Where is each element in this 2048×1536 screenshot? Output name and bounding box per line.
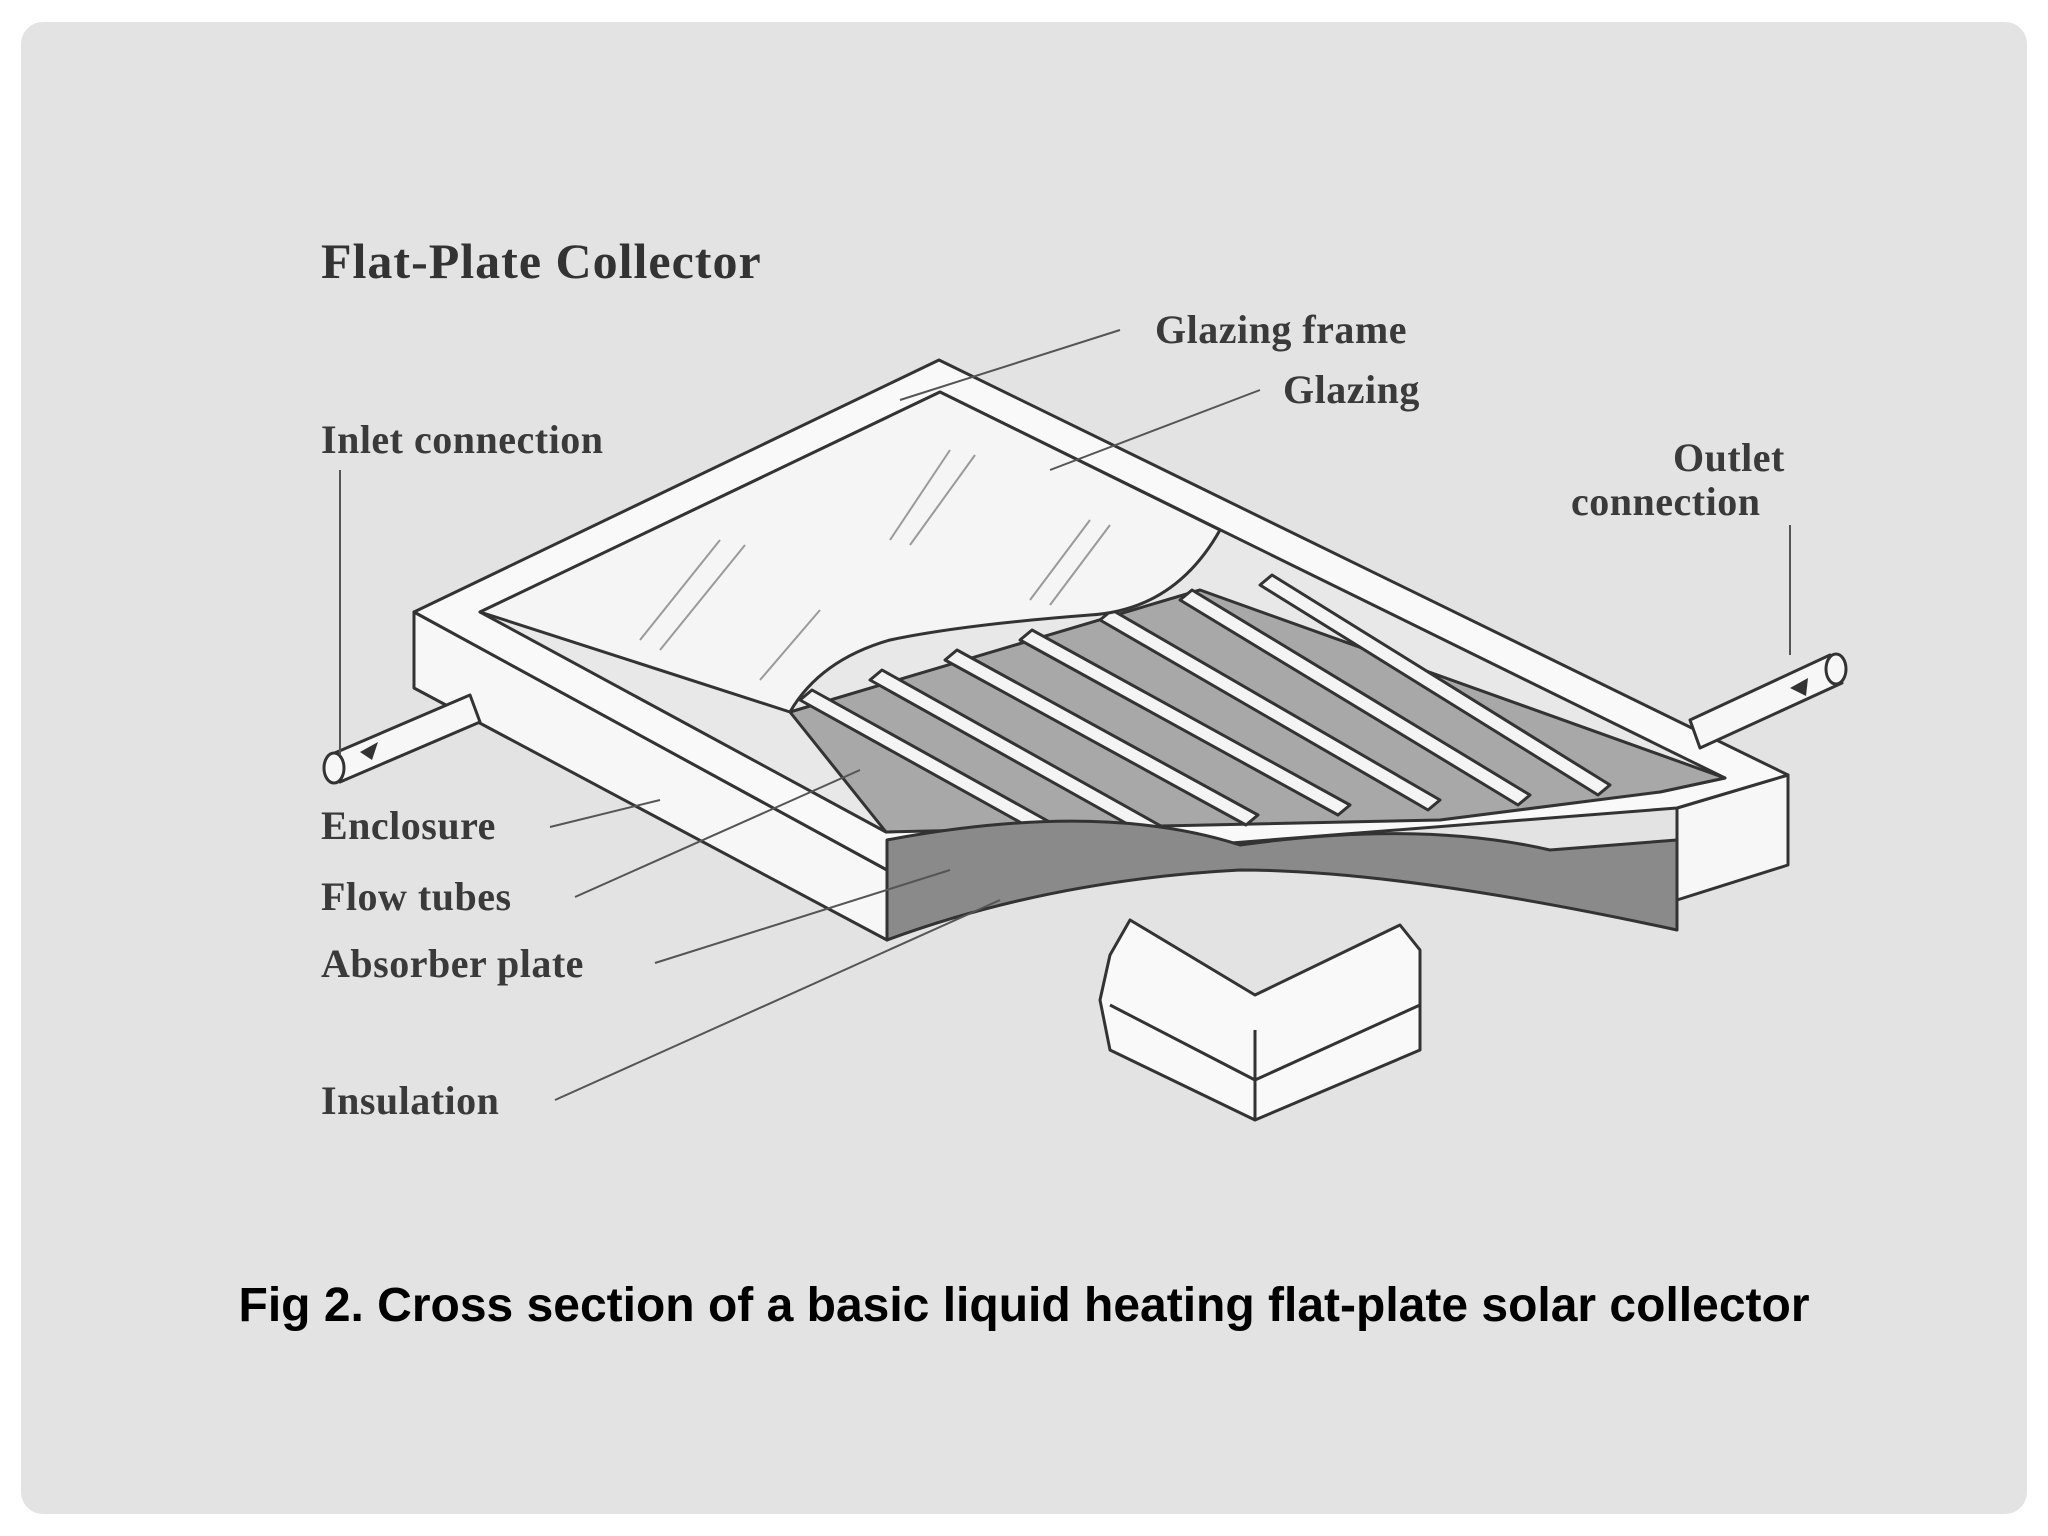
label-enclosure: Enclosure xyxy=(321,803,496,848)
inlet-pipe xyxy=(322,693,482,785)
glazing-glare xyxy=(639,449,1111,681)
corner-detail xyxy=(1098,918,1422,1122)
flow-tube xyxy=(943,648,1260,827)
label-flow-tubes: Flow tubes xyxy=(321,874,512,919)
flow-tube xyxy=(1178,588,1532,807)
leader-lines xyxy=(339,329,1791,1101)
label-absorber-plate: Absorber plate xyxy=(321,941,584,986)
flow-tube xyxy=(1018,628,1352,817)
flow-tubes xyxy=(798,573,1612,852)
flow-tube xyxy=(1258,573,1612,797)
glazing-sheet xyxy=(478,390,1222,714)
label-glazing-frame: Glazing frame xyxy=(1155,307,1407,352)
figure-caption: Fig 2. Cross section of a basic liquid h… xyxy=(238,1279,1810,1332)
label-insulation: Insulation xyxy=(321,1078,500,1123)
diagram-title: Flat-Plate Collector xyxy=(321,233,762,289)
label-glazing: Glazing xyxy=(1283,367,1420,412)
label-outlet-connection-line2: connection xyxy=(1571,479,1761,524)
cutaway-section xyxy=(885,819,1679,942)
label-outlet-connection-line1: Outlet xyxy=(1673,435,1785,480)
outlet-pipe xyxy=(1688,652,1848,750)
label-inlet-connection: Inlet connection xyxy=(321,417,604,462)
